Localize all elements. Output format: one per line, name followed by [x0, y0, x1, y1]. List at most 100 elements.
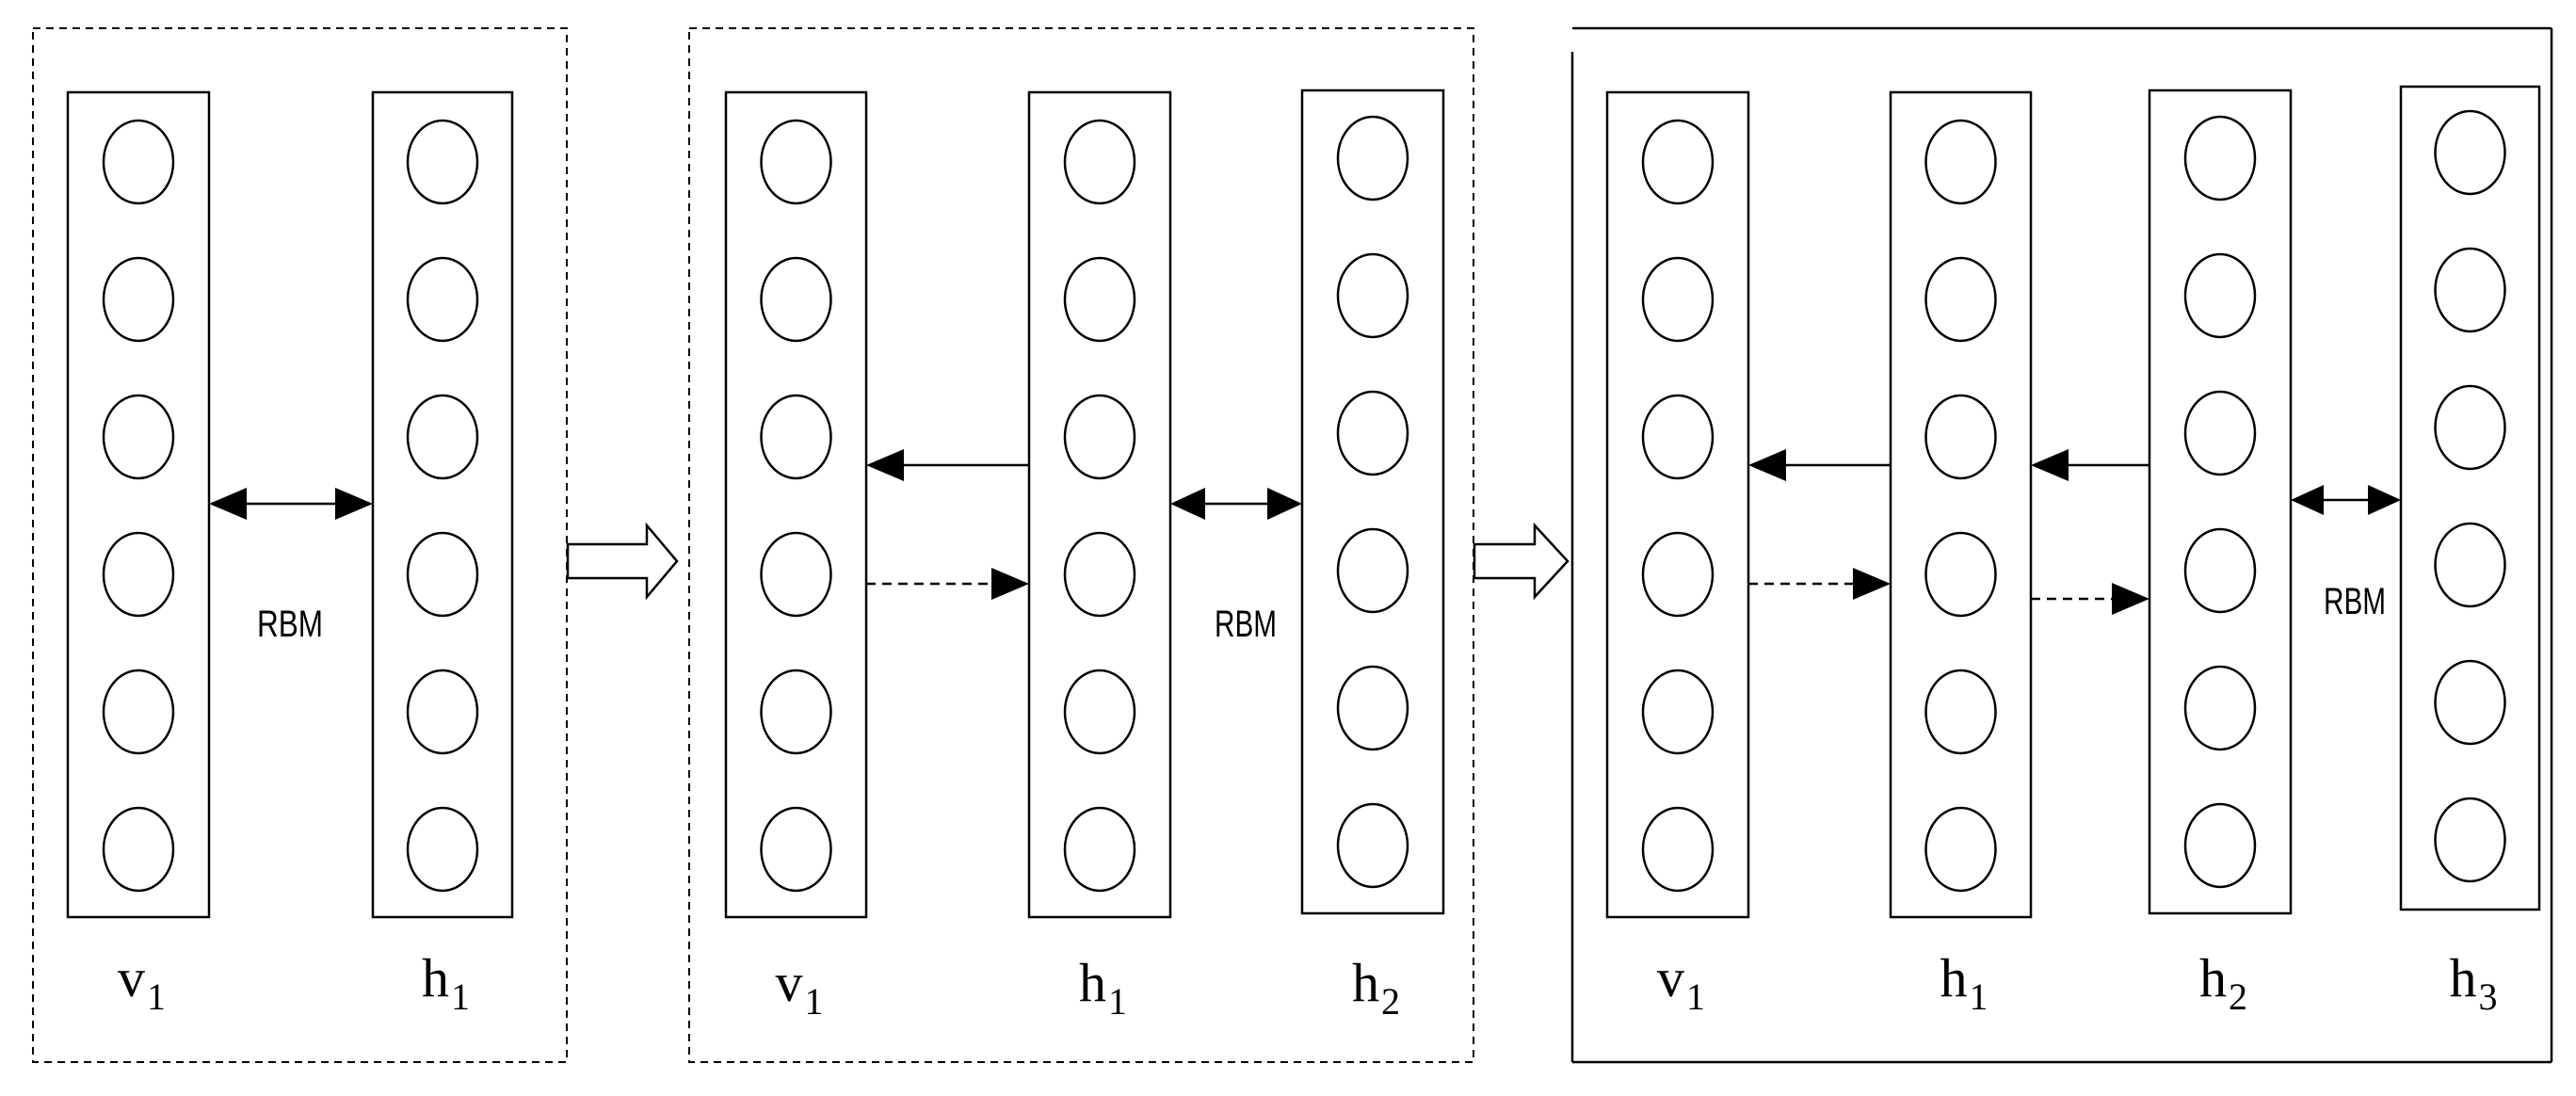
layer-box-h1 [1027, 90, 1172, 919]
arrow-left-head [209, 488, 247, 520]
neuron-unit [1336, 252, 1409, 339]
layer-h1 [1889, 90, 2033, 919]
arrow-right-head [1853, 568, 1891, 600]
neuron-unit [2434, 384, 2506, 471]
layer-label-h1: h1 [422, 947, 470, 1018]
neuron-unit [102, 531, 175, 618]
layer-box-h1 [371, 90, 514, 919]
neuron-unit [1063, 119, 1136, 205]
neuron-unit [2183, 527, 2257, 614]
neuron-unit [1641, 394, 1715, 480]
neuron-unit [2434, 797, 2506, 883]
stage-transition-arrow-2 [1473, 522, 1570, 601]
neuron-unit [760, 531, 832, 618]
layer-label-h2: h2 [2199, 947, 2247, 1018]
neuron-unit [406, 394, 479, 480]
neuron-unit [1641, 806, 1715, 893]
neuron-unit [1336, 527, 1409, 614]
neuron-unit [1336, 115, 1409, 201]
neuron-unit [2183, 252, 2257, 339]
neuron-unit [1063, 806, 1136, 893]
neuron-unit [102, 119, 175, 205]
neuron-unit [1641, 669, 1715, 755]
arrow-left-head [2031, 449, 2069, 481]
layer-label-h3: h3 [2450, 947, 2498, 1018]
neuron-unit [1641, 119, 1715, 205]
layer-box-h1 [1889, 90, 2033, 919]
layer-label-h1: h1 [1079, 952, 1127, 1023]
neuron-unit [1063, 394, 1136, 480]
arrow-left-head [2291, 485, 2324, 515]
neuron-unit [1641, 531, 1715, 618]
neuron-unit [1336, 390, 1409, 476]
layer-h1 [371, 90, 514, 919]
layer-box-h3 [2399, 85, 2541, 911]
neuron-unit [406, 531, 479, 618]
neuron-unit [760, 119, 832, 205]
layer-columns [66, 85, 2541, 919]
arrow-right-head [991, 568, 1029, 600]
neuron-unit [2183, 390, 2257, 476]
neuron-unit [760, 394, 832, 480]
neuron-unit [760, 256, 832, 343]
neuron-unit [1641, 256, 1715, 343]
neuron-unit [2434, 522, 2506, 608]
arrow-right-head [2112, 583, 2149, 615]
layer-label-v1: v1 [118, 947, 166, 1018]
neuron-unit [1924, 119, 1997, 205]
arrow-right-head [2368, 485, 2401, 515]
layer-h1 [1027, 90, 1172, 919]
layer-label-v1: v1 [1657, 947, 1705, 1018]
layer-box-v1 [724, 90, 868, 919]
neuron-unit [102, 806, 175, 893]
layer-label-h2: h2 [1352, 952, 1400, 1023]
neuron-unit [1063, 669, 1136, 755]
neuron-unit [1336, 665, 1409, 751]
layer-box-v1 [66, 90, 211, 919]
arrow-right-head [1267, 488, 1302, 520]
neuron-unit [1924, 806, 1997, 893]
neuron-unit [1063, 256, 1136, 343]
neuron-unit [1924, 256, 1997, 343]
arrow-right-head [335, 488, 373, 520]
layer-v1 [66, 90, 211, 919]
layer-box-h2 [2148, 89, 2293, 915]
layer-box-v1 [1605, 90, 1750, 919]
neuron-unit [2183, 665, 2257, 751]
arrow-left-head [1170, 488, 1205, 520]
arrow-left-head [1748, 449, 1786, 481]
neuron-unit [406, 806, 479, 893]
neuron-unit [2434, 659, 2506, 746]
neuron-unit [760, 806, 832, 893]
stage-1-frame [32, 27, 568, 1063]
neuron-unit [1924, 669, 1997, 755]
layer-h2 [2148, 89, 2293, 915]
rbm-label: RBM [2324, 581, 2386, 622]
layer-box-h2 [1300, 89, 1445, 915]
neuron-unit [2434, 109, 2506, 196]
stage-2-frame [688, 27, 1474, 1063]
layer-h3 [2399, 85, 2541, 911]
neuron-unit [406, 256, 479, 343]
neuron-unit [760, 669, 832, 755]
rbm-label: RBM [257, 604, 323, 645]
layer-h2 [1300, 89, 1445, 915]
rbm-label: RBM [1215, 604, 1277, 645]
stage-transition-arrow-1 [566, 522, 679, 601]
layer-label-v1: v1 [776, 952, 824, 1023]
neuron-unit [406, 119, 479, 205]
neuron-unit [1924, 531, 1997, 618]
arrow-left-head [866, 449, 904, 481]
neuron-unit [102, 256, 175, 343]
neuron-unit [102, 394, 175, 480]
layer-v1 [1605, 90, 1750, 919]
neuron-unit [102, 669, 175, 755]
neuron-unit [2183, 802, 2257, 889]
layer-label-h1: h1 [1940, 947, 1988, 1018]
connections [209, 449, 2401, 615]
neuron-unit [406, 669, 479, 755]
layer-v1 [724, 90, 868, 919]
neuron-unit [2183, 115, 2257, 201]
neuron-unit [1336, 802, 1409, 889]
